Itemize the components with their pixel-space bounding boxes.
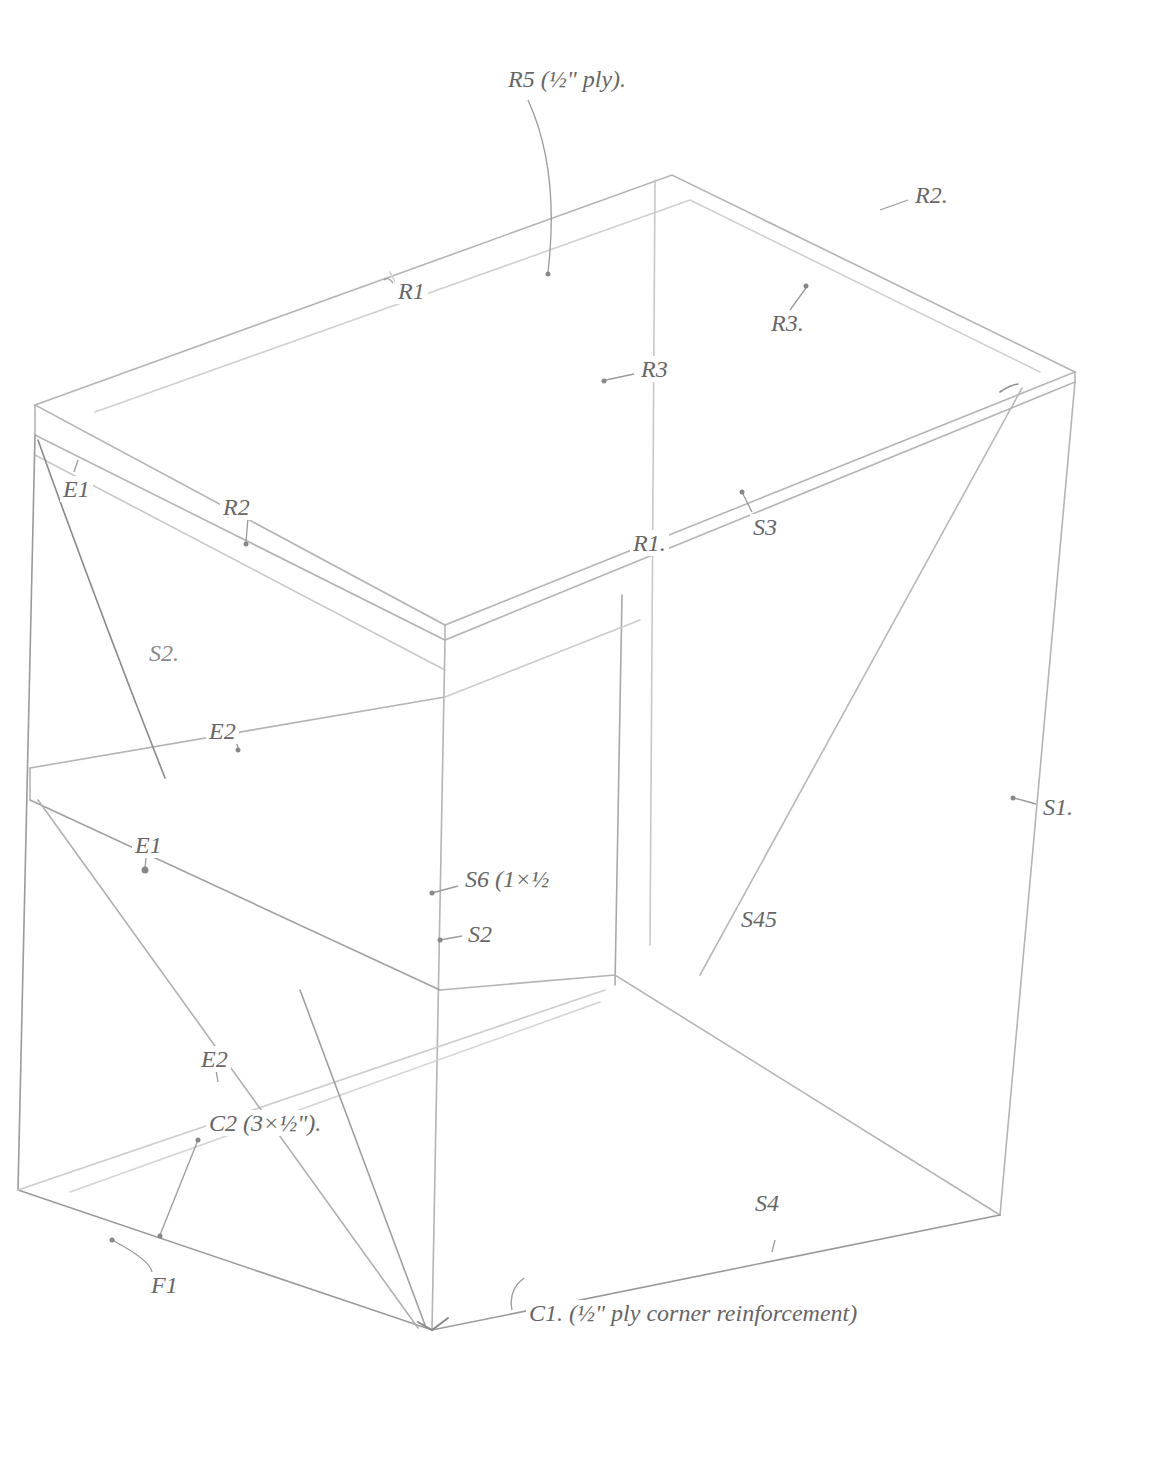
brace (1000, 384, 1018, 392)
part-label: R2 (220, 494, 253, 520)
leg-line (18, 435, 35, 1190)
leader-line (790, 288, 806, 310)
part-label: S1. (1040, 794, 1076, 820)
leader-dot (110, 1238, 115, 1243)
part-label: E1 (132, 832, 165, 858)
leader-line (528, 100, 551, 272)
part-label: S6 (1×½ (462, 866, 552, 892)
pencil-lines (18, 175, 1075, 1330)
shelf-line (30, 697, 445, 768)
leader-dot (244, 542, 249, 547)
leg-line (1000, 382, 1075, 1215)
part-label: S45 (738, 906, 780, 932)
top-edge (35, 372, 1075, 640)
leader-dot (196, 1138, 201, 1143)
part-label: S2. (146, 640, 182, 666)
base-line (70, 1002, 600, 1192)
brace (300, 990, 425, 1325)
leader-line (384, 279, 393, 283)
leader-line (511, 1278, 524, 1310)
part-label: C1. (½" ply corner reinforcement) (526, 1300, 860, 1326)
brace (38, 440, 165, 778)
part-label: F1 (148, 1272, 181, 1298)
part-label: S4 (752, 1190, 782, 1216)
leader-lines (74, 100, 1036, 1310)
leader-line (145, 858, 146, 868)
leader-line (246, 518, 248, 542)
leader-dot (430, 891, 435, 896)
leader-dots (110, 272, 1016, 1243)
part-label: E2 (198, 1046, 231, 1072)
shelf-line (440, 975, 1000, 1215)
corner-block (418, 1318, 448, 1330)
leg-line (615, 595, 622, 985)
brace (700, 388, 1022, 975)
leader-dot (804, 284, 809, 289)
leader-line (160, 1140, 198, 1235)
shelf-line (30, 800, 440, 990)
leader-dot (1011, 796, 1016, 801)
leader-line (74, 460, 78, 472)
brace (38, 800, 418, 1328)
leader-line (440, 936, 462, 940)
leader-line (772, 1240, 775, 1252)
leader-dot (142, 867, 149, 874)
leader-line (742, 492, 752, 512)
part-label: R1 (395, 278, 428, 304)
leader-dot (546, 272, 551, 277)
part-label: R5 (½" ply). (505, 66, 629, 92)
leader-dot (740, 490, 745, 495)
part-label: R1. (630, 530, 669, 556)
leader-dot (602, 379, 607, 384)
base-line (18, 1190, 1000, 1330)
part-label: S3 (750, 514, 780, 540)
leader-dot (438, 938, 443, 943)
shelf-line (445, 620, 640, 697)
leader-line (606, 374, 634, 380)
leader-dot (236, 748, 241, 753)
top-edge (444, 625, 446, 640)
part-label: C2 (3×½"). (206, 1110, 324, 1136)
leader-line (432, 886, 458, 893)
part-label: E1 (60, 476, 93, 502)
leader-dot (158, 1234, 163, 1239)
rail-line (35, 455, 445, 670)
part-label: R2. (912, 182, 951, 208)
part-label: E2 (206, 718, 239, 744)
leg-line (432, 640, 445, 1330)
leader-line (112, 1240, 152, 1272)
part-label: S2 (465, 921, 495, 947)
leader-line (880, 200, 908, 210)
leg-line (650, 180, 655, 945)
leader-line (1014, 798, 1036, 804)
top-face (35, 175, 1075, 625)
part-label: R3 (638, 356, 671, 382)
shelf-line (29, 768, 31, 800)
frame-line (95, 200, 1040, 412)
part-label: R3. (768, 310, 807, 336)
